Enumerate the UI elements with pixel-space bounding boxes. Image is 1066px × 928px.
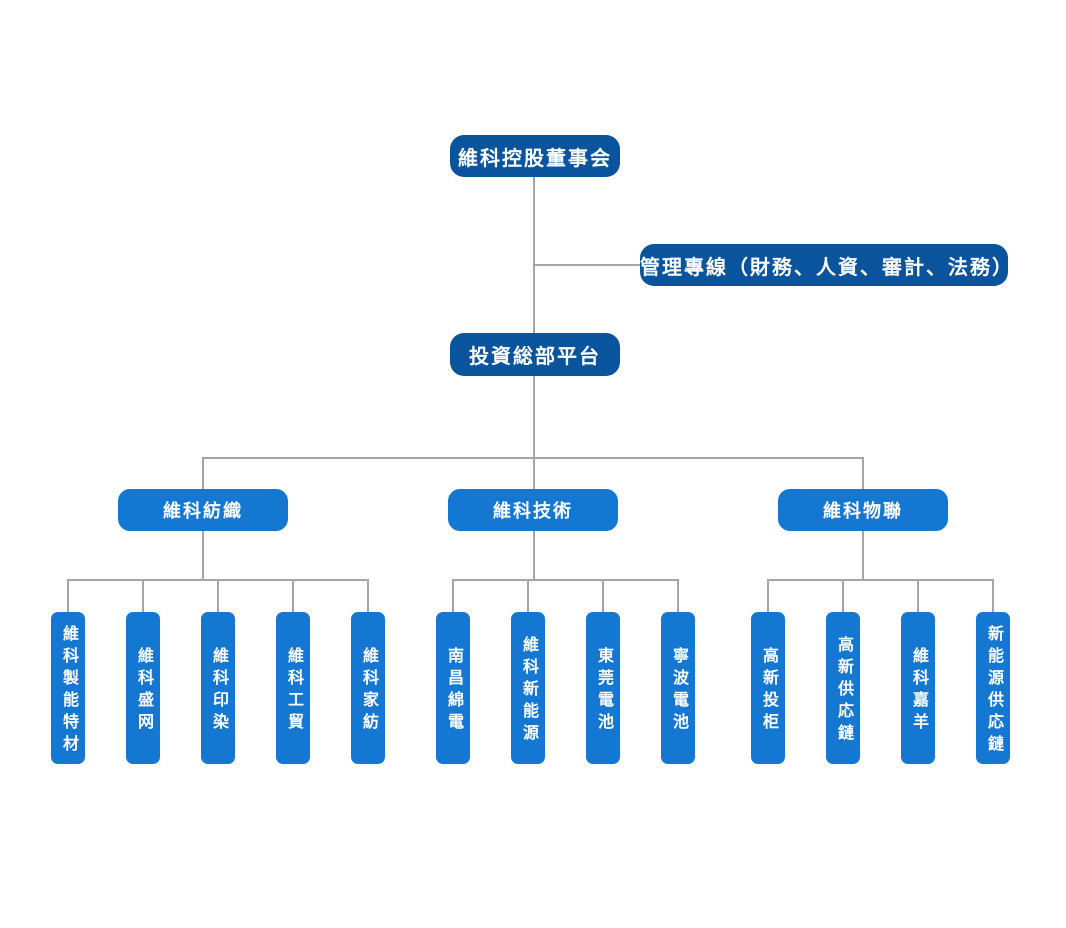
node-leaf: 高新投柜 <box>751 612 785 764</box>
node-leaf: 新能源供応鏈 <box>976 612 1010 764</box>
connector-line <box>533 376 535 458</box>
connector-line <box>533 177 535 334</box>
connector-line <box>533 458 535 489</box>
connector-line <box>767 579 994 581</box>
node-leaf: 高新供応鏈 <box>826 612 860 764</box>
node-leaf: 維科嘉羊 <box>901 612 935 764</box>
node-board: 維科控股董事会 <box>450 135 620 177</box>
connector-line <box>602 581 604 612</box>
connector-line <box>527 581 529 612</box>
connector-line <box>767 581 769 612</box>
node-management-line: 管理專線（財務、人資、審計、法務） <box>640 244 1012 286</box>
connector-line <box>202 458 204 489</box>
connector-line <box>452 579 679 581</box>
connector-line <box>67 581 69 612</box>
connector-line <box>917 581 919 612</box>
connector-line <box>677 581 679 612</box>
node-leaf: 維科盛网 <box>126 612 160 764</box>
connector-line <box>217 581 219 612</box>
node-branch-textile: 維科紡織 <box>118 489 288 531</box>
node-leaf: 維科印染 <box>201 612 235 764</box>
connector-line <box>202 531 204 579</box>
node-leaf: 維科新能源 <box>511 612 545 764</box>
node-branch-technology: 維科技術 <box>448 489 618 531</box>
connector-line <box>862 531 864 579</box>
connector-line <box>534 264 640 266</box>
node-leaf: 維科製能特材 <box>51 612 85 764</box>
connector-line <box>67 579 369 581</box>
connector-line <box>142 581 144 612</box>
connector-line <box>992 581 994 612</box>
node-investment-platform: 投資総部平台 <box>450 333 620 376</box>
node-leaf: 寧波電池 <box>661 612 695 764</box>
connector-line <box>452 581 454 612</box>
node-leaf: 維科家紡 <box>351 612 385 764</box>
node-leaf: 維科工貿 <box>276 612 310 764</box>
connector-line <box>292 581 294 612</box>
connector-line <box>367 581 369 612</box>
node-branch-iot: 維科物聯 <box>778 489 948 531</box>
node-leaf: 東莞電池 <box>586 612 620 764</box>
connector-line <box>842 581 844 612</box>
connector-line <box>533 531 535 579</box>
connector-line <box>862 458 864 489</box>
node-leaf: 南昌綿電 <box>436 612 470 764</box>
